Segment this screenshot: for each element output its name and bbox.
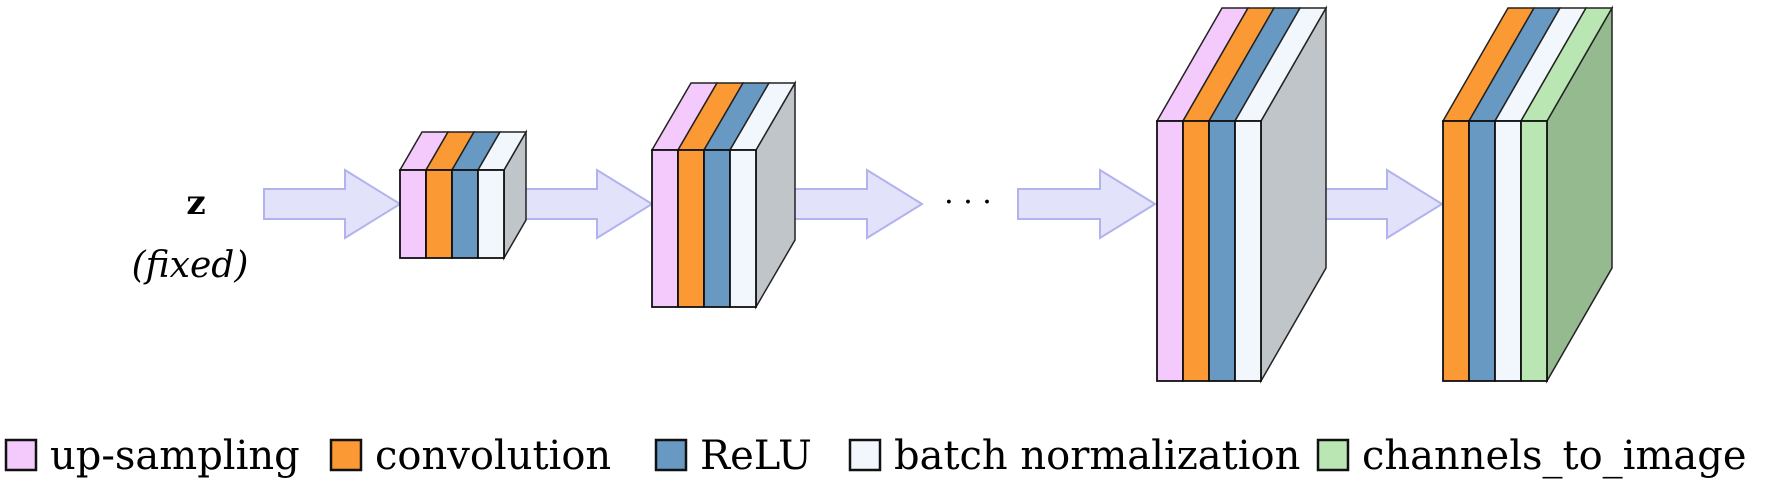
legend-label: up-sampling	[50, 433, 300, 479]
legend-label: convolution	[375, 433, 611, 479]
legend-swatch	[329, 438, 363, 472]
legend-item-up-sampling: up-sampling	[4, 433, 300, 479]
legend-swatch	[1316, 438, 1350, 472]
legend-item-relu: ReLU	[654, 433, 812, 479]
blocks-group	[398, 5, 1614, 384]
input-z-label: z	[186, 183, 205, 223]
layer-up-sampling	[1156, 120, 1184, 382]
legend-label: batch normalization	[894, 433, 1300, 479]
legend-label: channels_to_image	[1362, 433, 1747, 479]
legend-item-convolution: convolution	[329, 433, 611, 479]
layer-relu	[451, 169, 479, 259]
legend-item-batch_normalization: batch normalization	[848, 433, 1300, 479]
flow-arrow-icon	[1017, 168, 1157, 240]
flow-arrow-icon	[516, 168, 654, 240]
layer-batch_normalization	[1234, 120, 1262, 382]
flow-arrow-icon	[263, 168, 402, 240]
block-output	[1441, 5, 1614, 384]
block-2	[650, 80, 797, 310]
layer-up-sampling	[399, 169, 427, 259]
layer-convolution	[677, 149, 705, 308]
layer-up-sampling	[651, 149, 679, 308]
layer-convolution	[1182, 120, 1210, 382]
layer-batch_normalization	[477, 169, 505, 259]
legend-label: ReLU	[700, 433, 812, 479]
layer-relu	[703, 149, 731, 308]
input-fixed-label: (fixed)	[132, 245, 249, 286]
layer-relu	[1208, 120, 1236, 382]
layer-convolution	[1442, 120, 1470, 382]
legend-swatch	[654, 438, 688, 472]
layer-channels_to_image	[1520, 120, 1548, 382]
ellipsis: · · ·	[944, 185, 992, 220]
legend-swatch	[4, 438, 38, 472]
layer-relu	[1468, 120, 1496, 382]
arrows-group	[263, 168, 1444, 240]
legend-swatch	[848, 438, 882, 472]
legend-item-channels_to_image: channels_to_image	[1316, 433, 1747, 479]
layer-batch_normalization	[1494, 120, 1522, 382]
flow-arrow-icon	[783, 168, 924, 240]
block-3	[1155, 5, 1328, 384]
legend: up-sampling convolution ReLU batch normaliz…	[4, 433, 1747, 479]
layer-batch_normalization	[729, 149, 757, 308]
block-1	[398, 129, 528, 261]
layer-convolution	[425, 169, 453, 259]
